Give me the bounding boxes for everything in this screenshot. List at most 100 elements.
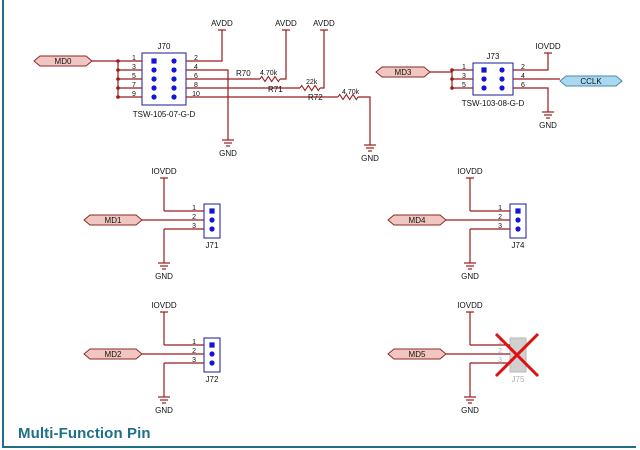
r71-value: 22k — [306, 79, 318, 86]
j73-pin-left — [481, 85, 487, 91]
j73-pin-number: 2 — [521, 64, 525, 71]
j71-pin-number: 1 — [192, 205, 196, 212]
j73-pin-1 — [481, 67, 487, 73]
j75-pin-number: 1 — [498, 339, 502, 346]
j71-pin-number: 2 — [192, 214, 196, 221]
r71-ref: R71 — [268, 85, 283, 94]
j71-pin — [209, 226, 215, 232]
junction-dot — [450, 86, 454, 90]
j73-pin-number: 3 — [462, 73, 466, 80]
j72-pin-number: 3 — [192, 357, 196, 364]
r70-value: 4.70k — [260, 70, 278, 77]
junction-dot — [450, 68, 454, 72]
net-flag-cclk-label: CCLK — [580, 77, 602, 86]
avdd-1-label: AVDD — [211, 19, 233, 28]
r72 — [337, 93, 359, 101]
r70-wire-b — [280, 30, 287, 80]
j71-pin — [209, 217, 215, 223]
j70-pin-number: 6 — [194, 73, 198, 80]
j72-pin-number: 1 — [192, 339, 196, 346]
j72-ref: J72 — [206, 375, 219, 384]
r72-ref: R72 — [308, 93, 323, 102]
j71-pin-number: 3 — [192, 223, 196, 230]
j70-pin-number: 1 — [132, 55, 136, 62]
r72-wire-b — [358, 96, 371, 145]
junction-dot — [450, 77, 454, 81]
j74-iovdd-label: IOVDD — [457, 167, 483, 176]
j70-pin-number: 9 — [132, 91, 136, 98]
j74-ref: J74 — [512, 241, 525, 250]
j73-pin-number: 4 — [521, 73, 525, 80]
j73-pin-number: 1 — [462, 64, 466, 71]
j71-iovdd-label: IOVDD — [151, 167, 177, 176]
j74-pin — [515, 217, 521, 223]
j70-pin-number: 2 — [194, 55, 198, 62]
j70-pin4-gnd-wire — [208, 69, 229, 140]
j75-dnp-cross-b — [494, 332, 540, 378]
net-flag-md0-label: MD0 — [55, 57, 72, 66]
j72-pin — [209, 351, 215, 357]
j72-body — [203, 337, 221, 373]
j73-pin-right — [499, 85, 505, 91]
j73-pin-right — [499, 67, 505, 73]
j71-gnd-label: GND — [155, 272, 173, 281]
r72-value: 4.70k — [342, 89, 360, 96]
iovdd-j73-label: IOVDD — [535, 42, 561, 51]
j72-gnd-label: GND — [155, 406, 173, 415]
j70-pin-left — [151, 76, 157, 82]
j70-pin-number: 4 — [194, 64, 198, 71]
r70 — [259, 75, 281, 83]
j74-pin-number: 2 — [498, 214, 502, 221]
j74-gnd-label: GND — [461, 272, 479, 281]
j74-pin-number: 1 — [498, 205, 502, 212]
j70-pin-right — [171, 94, 177, 100]
net-flag-j74-label: MD4 — [409, 216, 426, 225]
r71-wire-b — [320, 30, 325, 89]
net-flag-j71-label: MD1 — [105, 216, 122, 225]
j75-ref: J75 — [512, 375, 525, 384]
j72-iovdd-label: IOVDD — [151, 301, 177, 310]
j74-pin-1 — [515, 208, 521, 214]
j75-pin-number: 3 — [498, 357, 502, 364]
j74-body — [509, 203, 527, 239]
j73-pin-number: 6 — [521, 82, 525, 89]
j73-pin-right — [499, 76, 505, 82]
avdd-2-label: AVDD — [275, 19, 297, 28]
j70-pin-right — [171, 58, 177, 64]
net-flag-cclk — [559, 75, 623, 87]
net-flag-j74 — [387, 214, 447, 226]
j71-pin-1 — [209, 208, 215, 214]
net-flag-j75-label: MD5 — [409, 350, 426, 359]
j70-pin-left — [151, 67, 157, 73]
j73-ref: J73 — [487, 52, 500, 61]
j70-body — [141, 52, 187, 106]
j75-pin-number: 2 — [498, 348, 502, 355]
j73-pin2-iovdd-wire — [535, 53, 549, 71]
j70-part: TSW-105-07-G-D — [133, 110, 196, 119]
gnd-1-label: GND — [219, 149, 237, 158]
j72-pin-1 — [209, 342, 215, 348]
gnd-2-label: GND — [361, 154, 379, 163]
junction-dot — [116, 86, 120, 90]
r70-ref: R70 — [236, 69, 251, 78]
j73-body — [472, 62, 514, 96]
j70-pin-number: 3 — [132, 64, 136, 71]
j70-pin-right — [171, 67, 177, 73]
j75-gnd-label: GND — [461, 406, 479, 415]
j70-pin-left — [151, 94, 157, 100]
j73-pin6-gnd-wire — [535, 87, 549, 112]
junction-dot — [116, 77, 120, 81]
j70-pin-number: 8 — [194, 82, 198, 89]
section-title: Multi-Function Pin — [18, 425, 151, 442]
junction-dot — [116, 68, 120, 72]
j70-pin-right — [171, 85, 177, 91]
j70-pin-number: 10 — [192, 91, 200, 98]
gnd-j73-label: GND — [539, 121, 557, 130]
j73-pin-number: 5 — [462, 82, 466, 89]
avdd-3-label: AVDD — [313, 19, 335, 28]
net-flag-j72-label: MD2 — [105, 350, 122, 359]
j74-pin-number: 3 — [498, 223, 502, 230]
j70-pin-left — [151, 85, 157, 91]
